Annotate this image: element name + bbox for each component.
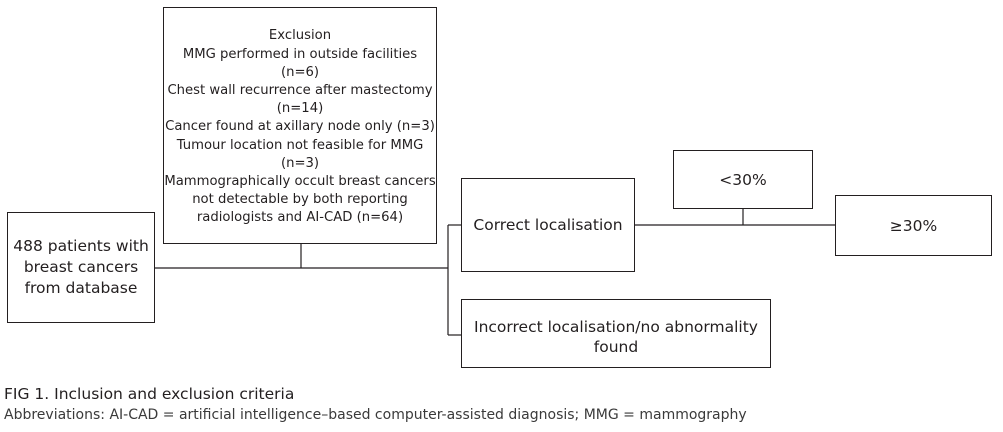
start-line: breast cancers bbox=[23, 258, 139, 276]
exclusion-heading: Exclusion bbox=[268, 28, 332, 44]
ge30-label: ≥30% bbox=[889, 216, 938, 235]
correct-localisation-box: Correct localisation bbox=[461, 178, 635, 272]
correct-localisation-label: Correct localisation bbox=[473, 216, 623, 234]
figure-caption: FIG 1. Inclusion and exclusion criteria … bbox=[4, 384, 999, 426]
exclusion-line: MMG performed in outside facilities bbox=[182, 46, 418, 62]
exclusion-box: Exclusion MMG performed in outside facil… bbox=[163, 7, 437, 244]
start-line: 488 patients with bbox=[13, 237, 149, 255]
figure-title: FIG 1. Inclusion and exclusion criteria bbox=[4, 385, 295, 403]
exclusion-line: radiologists and AI-CAD (n=64) bbox=[196, 210, 404, 226]
exclusion-line: Chest wall recurrence after mastectomy bbox=[167, 82, 433, 98]
incorrect-line: Incorrect localisation/no abnormality bbox=[474, 317, 758, 336]
incorrect-localisation-box: Incorrect localisation/no abnormality fo… bbox=[461, 299, 771, 368]
exclusion-line: (n=14) bbox=[276, 101, 324, 117]
exclusion-line: not detectable by both reporting bbox=[192, 192, 408, 208]
exclusion-line: Mammographically occult breast cancers bbox=[164, 174, 436, 189]
lt30-label: <30% bbox=[719, 170, 767, 189]
exclusion-line: Tumour location not feasible for MMG bbox=[176, 137, 424, 153]
ge30-box: ≥30% bbox=[835, 195, 992, 256]
exclusion-line: Cancer found at axillary node only (n=3) bbox=[165, 119, 435, 135]
lt30-box: <30% bbox=[673, 150, 813, 209]
exclusion-line: (n=3) bbox=[280, 155, 320, 171]
exclusion-line: (n=6) bbox=[280, 64, 320, 80]
incorrect-line: found bbox=[593, 337, 639, 356]
figure-abbreviations: Abbreviations: AI-CAD = artificial intel… bbox=[4, 407, 747, 423]
start-line: from database bbox=[24, 279, 138, 297]
start-box: 488 patients with breast cancers from da… bbox=[7, 212, 155, 323]
